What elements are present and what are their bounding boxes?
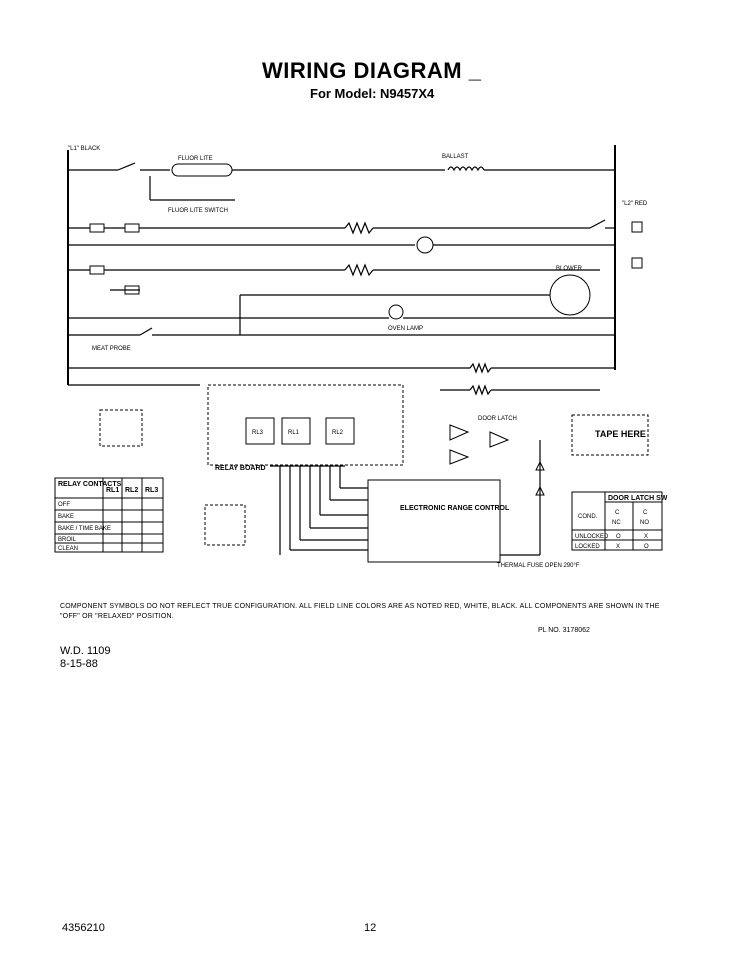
diagram-title: WIRING DIAGRAM _ bbox=[262, 58, 482, 83]
door-latch-switch bbox=[449, 449, 470, 465]
thermal-fuse-label: THERMAL FUSE OPEN 290°F bbox=[497, 563, 580, 569]
diode bbox=[535, 485, 545, 496]
meat-probe-label: MEAT PROBE bbox=[92, 346, 131, 352]
l2-label: "L2" RED bbox=[622, 201, 648, 207]
table-cell: O bbox=[616, 534, 621, 540]
table-header-cell: NC bbox=[612, 520, 621, 526]
table-border bbox=[54, 477, 164, 553]
document-number: 4356210 bbox=[62, 922, 105, 934]
fluor-lite-label: FLUOR LITE bbox=[178, 156, 213, 162]
table-header-cell: RELAY CONTACTS bbox=[58, 481, 122, 488]
relay-rl1 bbox=[281, 417, 311, 445]
relay-rl2 bbox=[325, 417, 355, 445]
ballast-coil bbox=[447, 166, 485, 172]
table-cell: X bbox=[644, 534, 648, 540]
note-line: COMPONENT SYMBOLS DO NOT REFLECT TRUE CO… bbox=[60, 603, 660, 610]
wd-date: 8-15-88 bbox=[60, 658, 98, 670]
switch-contact bbox=[139, 327, 153, 336]
relay-rl3 bbox=[245, 417, 275, 445]
rl1-label: RL1 bbox=[288, 430, 300, 436]
diode bbox=[535, 460, 545, 471]
wd-block: W.D. 1109 8-15-88 bbox=[60, 645, 111, 671]
table-row-label: BAKE / TIME BAKE bbox=[58, 526, 111, 532]
switch-contact bbox=[589, 219, 606, 229]
model-subtitle: For Model: N9457X4 bbox=[310, 86, 435, 101]
oven-lamp bbox=[416, 236, 434, 254]
terminal-box bbox=[124, 223, 140, 233]
table-header-cell: C bbox=[643, 510, 648, 516]
rl2-label: RL2 bbox=[332, 430, 344, 436]
blower-motor bbox=[549, 274, 591, 316]
table-cell: X bbox=[616, 544, 620, 550]
table-row-label: UNLOCKED bbox=[575, 534, 609, 540]
table-header-cell: RL1 bbox=[106, 487, 119, 494]
switch-block bbox=[99, 409, 143, 447]
wd-number: W.D. 1109 bbox=[60, 645, 111, 657]
terminal-box bbox=[124, 285, 140, 295]
door-latch-table: DOOR LATCH SW COND. C C NC NO UNLOCKED O… bbox=[571, 491, 668, 551]
table-header-cell: C bbox=[615, 510, 620, 516]
door-latch-label: DOOR LATCH bbox=[478, 416, 517, 422]
table-row-label: LOCKED bbox=[575, 544, 600, 550]
table-cell: O bbox=[644, 544, 649, 550]
bake-element-resistor bbox=[344, 221, 374, 235]
table-header-cell: RL3 bbox=[145, 487, 158, 494]
table-row-label: CLEAN bbox=[58, 546, 78, 552]
table-row-label: BROIL bbox=[58, 537, 77, 543]
terminal-box bbox=[631, 221, 643, 233]
resistor bbox=[469, 362, 492, 374]
page-number: 12 bbox=[364, 922, 377, 934]
fluor-lite-tube bbox=[171, 163, 233, 177]
door-latch-switch bbox=[449, 424, 470, 441]
blower-label: BLOWER bbox=[556, 266, 583, 272]
electronic-range-control-box bbox=[367, 479, 501, 563]
l1-label: "L1" BLACK bbox=[68, 146, 100, 152]
terminal-box bbox=[631, 257, 643, 269]
tape-here-label: TAPE HERE bbox=[595, 429, 646, 439]
relay-contacts-table: RELAY CONTACTS RL1 RL2 RL3 OFF BAKE BAKE… bbox=[54, 477, 164, 553]
oven-lamp-label: OVEN LAMP bbox=[388, 326, 423, 332]
door-latch-switch bbox=[489, 431, 510, 448]
ballast-label: BALLAST bbox=[442, 154, 469, 160]
broil-element-resistor bbox=[344, 263, 374, 277]
table-header-cell: NO bbox=[640, 520, 649, 526]
switch-block bbox=[204, 504, 246, 546]
table-row-label: OFF bbox=[58, 502, 70, 508]
table-border bbox=[571, 491, 663, 551]
fluor-switch-label: FLUOR LITE SWITCH bbox=[168, 208, 228, 214]
note-line: "OFF" OR "RELAXED" POSITION. bbox=[60, 613, 174, 620]
resistor bbox=[469, 384, 492, 396]
relay-board-label: RELAY BOARD bbox=[215, 465, 266, 472]
switch-contact bbox=[117, 162, 136, 171]
table-header-cell: DOOR LATCH SW bbox=[608, 495, 668, 502]
table-header-cell: COND. bbox=[578, 514, 598, 520]
erc-label: ELECTRONIC RANGE CONTROL bbox=[400, 505, 510, 512]
table-header-cell: RL2 bbox=[125, 487, 138, 494]
relay-board-outline bbox=[207, 384, 404, 466]
table-row-label: BAKE bbox=[58, 514, 74, 520]
pl-number: PL NO. 3178062 bbox=[538, 627, 590, 634]
tape-here-box bbox=[571, 414, 649, 456]
notes-block: COMPONENT SYMBOLS DO NOT REFLECT TRUE CO… bbox=[60, 602, 680, 622]
oven-lamp-2 bbox=[388, 304, 404, 320]
terminal-box bbox=[89, 223, 105, 233]
terminal-box bbox=[89, 265, 105, 275]
rl3-label: RL3 bbox=[252, 430, 264, 436]
